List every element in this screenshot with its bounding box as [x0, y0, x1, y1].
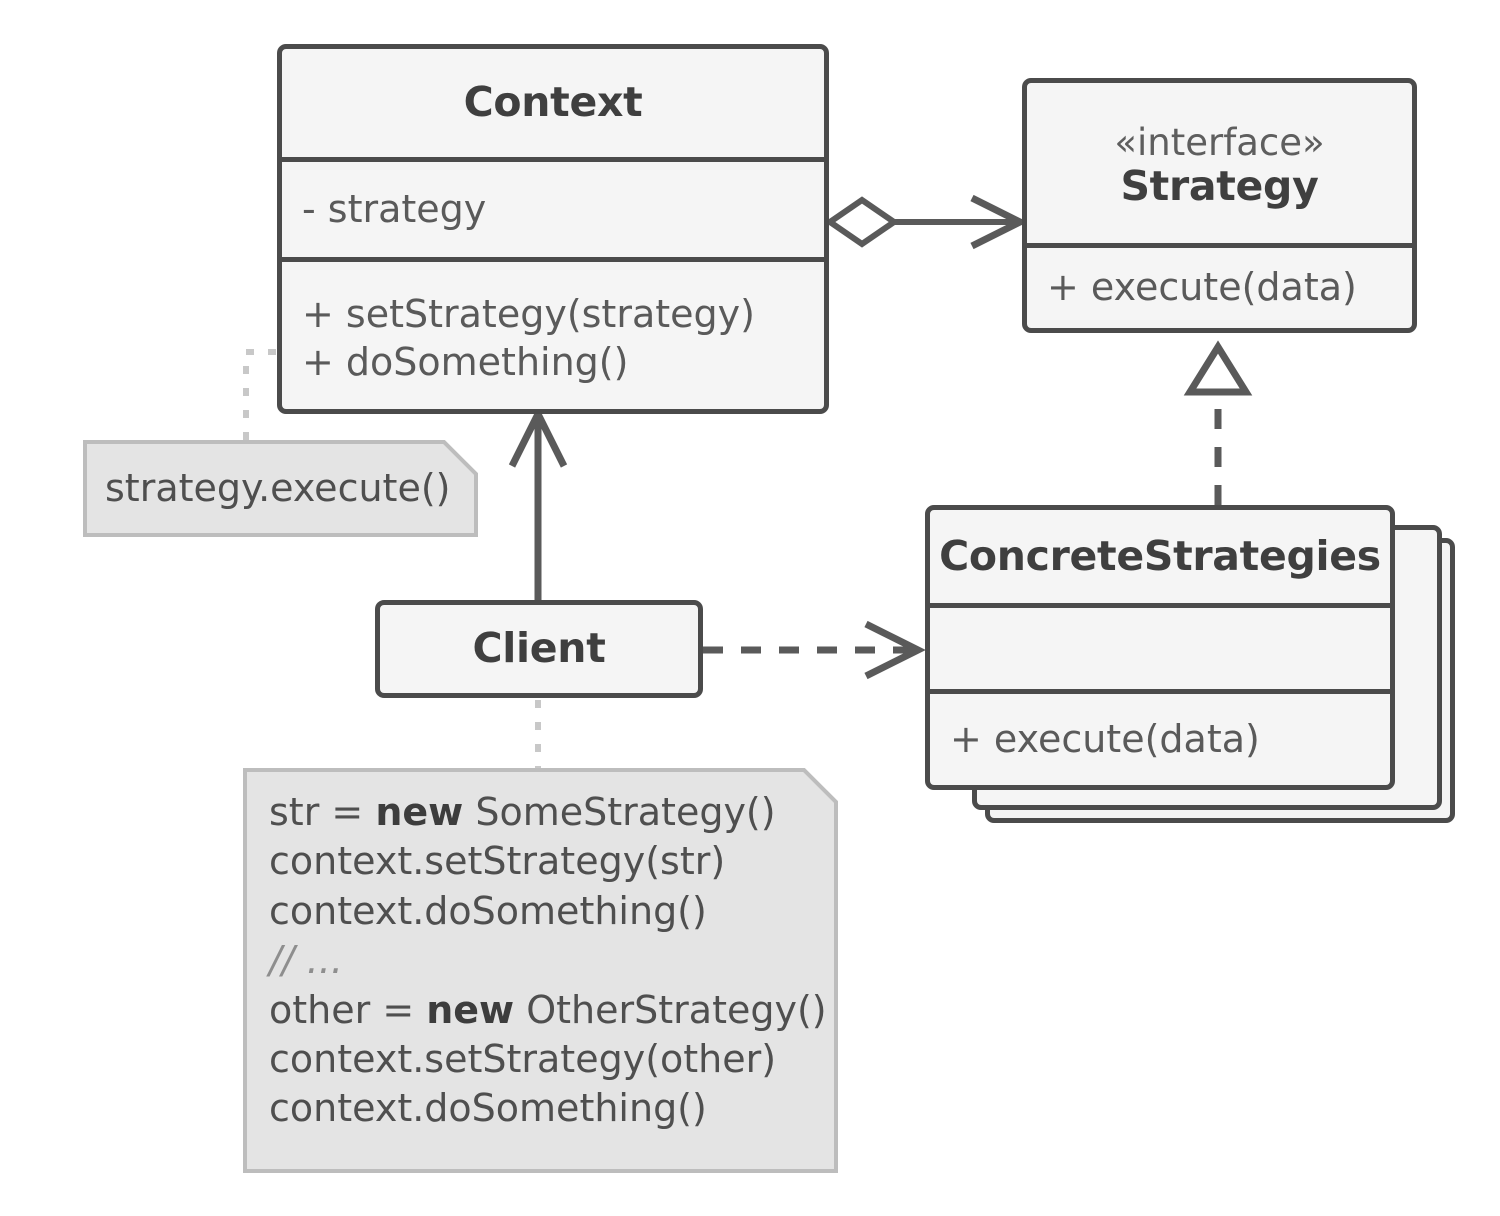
class-box-strategy[interactable]: «interface» Strategy + execute(data)	[1022, 78, 1417, 333]
context-operation-dosomething: + doSomething()	[302, 339, 629, 384]
note-fold-edge-icon	[438, 440, 478, 480]
note-client-code-body: str = new SomeStrategy() context.setStrat…	[269, 788, 834, 1134]
strategy-operations-compartment: + execute(data)	[1027, 243, 1412, 328]
edge-context-note-anchor	[243, 349, 280, 440]
class-box-context[interactable]: Context - strategy + setStrategy(strateg…	[277, 44, 829, 414]
strategy-name-compartment: «interface» Strategy	[1027, 83, 1412, 243]
edge-client-to-context	[508, 406, 568, 600]
client-class-name: Client	[472, 624, 606, 673]
concretestrategies-class-name: ConcreteStrategies	[939, 531, 1381, 580]
note-client-code-line: // ...	[269, 938, 343, 983]
class-box-concretestrategies[interactable]: ConcreteStrategies + execute(data)	[925, 505, 1395, 790]
strategy-operation-execute: + execute(data)	[1047, 265, 1357, 310]
context-operation-setstrategy: + setStrategy(strategy)	[302, 292, 755, 337]
concretestrategies-operation-execute: + execute(data)	[950, 716, 1260, 761]
note-client-code-line: context.doSomething()	[269, 888, 707, 933]
note-context-text: strategy.execute()	[105, 465, 451, 510]
class-box-client[interactable]: Client	[375, 600, 703, 698]
edge-client-to-concretestrategies	[703, 620, 926, 680]
note-client-code-line: context.setStrategy(other)	[269, 1036, 777, 1081]
concretestrategies-name-compartment: ConcreteStrategies	[930, 510, 1390, 603]
context-name-compartment: Context	[282, 49, 824, 157]
note-client-code-line: str = new SomeStrategy()	[269, 790, 776, 834]
edge-context-to-strategy	[824, 194, 1028, 250]
note-client-code-line: other = new OtherStrategy()	[269, 987, 827, 1032]
note-context: strategy.execute()	[83, 440, 478, 537]
edge-concretestrategies-to-strategy	[1183, 340, 1253, 505]
context-class-name: Context	[463, 78, 643, 127]
note-client-code: str = new SomeStrategy() context.setStrat…	[243, 768, 838, 1173]
concretestrategies-attributes-compartment	[930, 603, 1390, 689]
context-attribute-strategy: - strategy	[302, 186, 487, 231]
context-operations-compartment: + setStrategy(strategy) + doSomething()	[282, 257, 824, 409]
note-client-code-line: context.doSomething()	[269, 1086, 707, 1131]
note-client-code-line: context.setStrategy(str)	[269, 839, 726, 884]
note-client-fold-edge-icon	[798, 768, 838, 808]
context-attributes-compartment: - strategy	[282, 157, 824, 257]
concretestrategies-operations-compartment: + execute(data)	[930, 689, 1390, 785]
strategy-class-name: Strategy	[1120, 162, 1319, 211]
strategy-stereotype: «interface»	[1114, 120, 1325, 164]
